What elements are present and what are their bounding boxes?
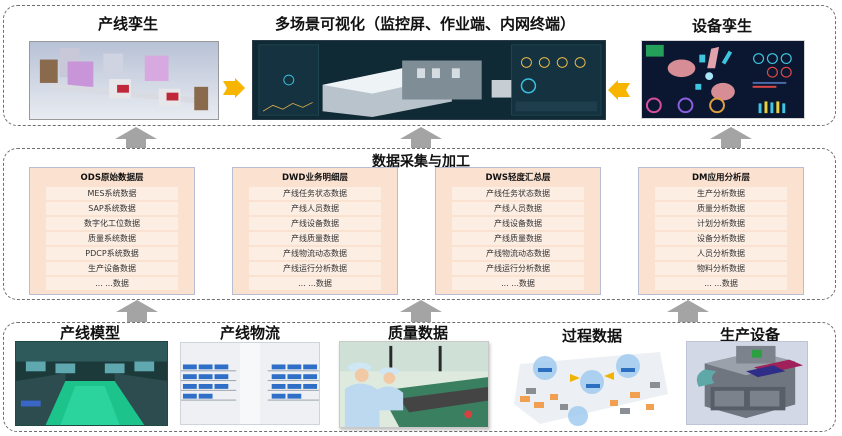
equipment-twin-title: 设备孪生	[691, 17, 752, 35]
layer-item: 产线运行分析数据	[452, 262, 584, 275]
multi-scene-visualization-title: 多场景可视化（监控屏、作业端、内网终端）	[274, 15, 575, 33]
layer-item: 产线物流动态数据	[249, 247, 381, 260]
factory-dashboard-image	[252, 40, 606, 120]
up-arrow-icon	[400, 127, 442, 149]
source-title-quality: 质量数据	[387, 324, 448, 342]
layer-item: 产线质量数据	[452, 232, 584, 245]
layer-item: 生产设备数据	[46, 262, 178, 275]
up-arrow-icon	[710, 127, 752, 149]
layer-item: 产线质量数据	[249, 232, 381, 245]
layer-item: 产线运行分析数据	[249, 262, 381, 275]
layer-item: 人员分析数据	[655, 247, 787, 260]
source-title-equipment: 生产设备	[719, 326, 780, 344]
layer-item: ... ...数据	[655, 277, 787, 290]
layer-card-ods: ODS原始数据层 MES系统数据 SAP系统数据 数字化工位数据 质量系统数据 …	[29, 167, 195, 295]
layer-item: PDCP系统数据	[46, 247, 178, 260]
warehouse-photo	[180, 342, 320, 425]
source-title-process: 过程数据	[561, 327, 622, 345]
layer-item: 设备分析数据	[655, 232, 787, 245]
layer-item: 产线物流动态数据	[452, 247, 584, 260]
layer-title: DWD业务明细层	[282, 173, 348, 183]
layer-item: ... ...数据	[46, 277, 178, 290]
layer-item: MES系统数据	[46, 187, 178, 200]
arrow-left-icon	[608, 80, 630, 100]
source-title-production-model: 产线模型	[59, 324, 120, 342]
layer-item: 数字化工位数据	[46, 217, 178, 230]
layer-item: 计划分析数据	[655, 217, 787, 230]
layer-item: ... ...数据	[249, 277, 381, 290]
production-line-3d-image	[29, 41, 219, 120]
workshop-photo	[15, 341, 168, 426]
quality-inspection-image	[339, 341, 489, 428]
arrow-right-icon	[223, 78, 245, 98]
up-arrow-icon	[116, 300, 158, 322]
layer-item: 产线设备数据	[452, 217, 584, 230]
layer-card-dm: DM应用分析层 生产分析数据 质量分析数据 计划分析数据 设备分析数据 人员分析…	[638, 167, 804, 295]
layer-item: SAP系统数据	[46, 202, 178, 215]
up-arrow-icon	[115, 127, 157, 149]
source-title-logistics: 产线物流	[219, 324, 280, 342]
layer-card-dws: DWS轻度汇总层 产线任务状态数据 产线人员数据 产线设备数据 产线质量数据 产…	[435, 167, 601, 295]
layer-item: 产线任务状态数据	[249, 187, 381, 200]
layer-title: DM应用分析层	[691, 173, 750, 183]
production-line-twin-title: 产线孪生	[97, 15, 158, 33]
up-arrow-icon	[667, 300, 709, 322]
layer-item: 质量系统数据	[46, 232, 178, 245]
data-collection-title: 数据采集与加工	[372, 154, 470, 170]
equipment-twin-image	[641, 40, 805, 119]
production-equipment-image	[686, 341, 808, 425]
layer-title: DWS轻度汇总层	[485, 173, 551, 183]
process-flow-image	[510, 344, 670, 428]
layer-item: 生产分析数据	[655, 187, 787, 200]
up-arrow-icon	[400, 300, 442, 322]
layer-item: 产线设备数据	[249, 217, 381, 230]
layer-title: ODS原始数据层	[80, 173, 144, 183]
layer-item: 物料分析数据	[655, 262, 787, 275]
layer-item: 质量分析数据	[655, 202, 787, 215]
layer-item: ... ...数据	[452, 277, 584, 290]
layer-item: 产线任务状态数据	[452, 187, 584, 200]
layer-item: 产线人员数据	[249, 202, 381, 215]
layer-card-dwd: DWD业务明细层 产线任务状态数据 产线人员数据 产线设备数据 产线质量数据 产…	[232, 167, 398, 295]
layer-item: 产线人员数据	[452, 202, 584, 215]
